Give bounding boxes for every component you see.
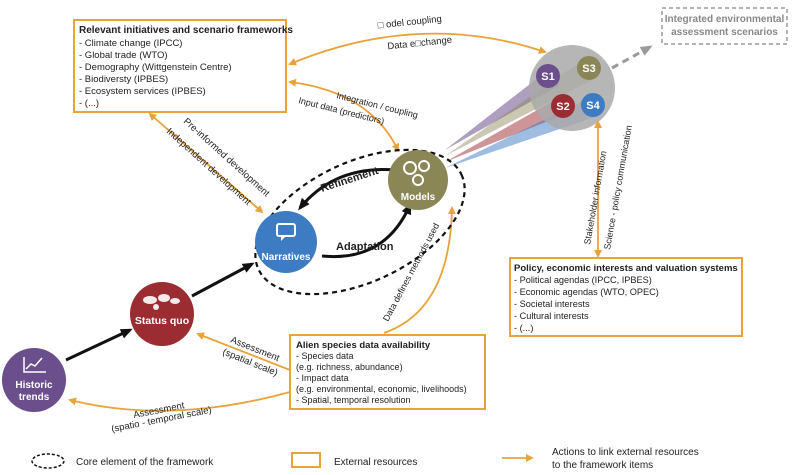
- scenario-s1-label: S1: [541, 71, 554, 83]
- label-science-policy: Science - policy communication: [602, 124, 634, 250]
- initiatives-item-3: - Demography (Wittgenstein Centre): [79, 62, 232, 73]
- alien-item-1: - Species data: [296, 351, 354, 361]
- integrated-line1: Integrated environmental: [665, 14, 785, 25]
- legend-core-label: Core element of the framework: [76, 457, 214, 468]
- node-narratives: [255, 211, 317, 273]
- legend-external-symbol: [291, 452, 321, 468]
- alien-species-box: [289, 334, 486, 410]
- policy-box: [509, 257, 743, 337]
- line-chart-icon: [23, 357, 46, 373]
- label-historic-line1: Historic: [15, 380, 53, 391]
- label-models: Models: [401, 192, 436, 203]
- label-model-coupling: □ odel coupling: [377, 14, 442, 32]
- legend-core-symbol: [31, 453, 65, 469]
- initiatives-item-4: - Biodiversty (IPBES): [79, 74, 168, 85]
- arrow-assessment-spatial: [196, 332, 291, 371]
- scenario-s2-label: S2: [556, 101, 569, 113]
- scenario-s2: [551, 94, 575, 118]
- arrow-historic-to-status: [65, 328, 133, 362]
- initiatives-item-2: - Global trade (WTO): [79, 50, 168, 61]
- legend-actions-line2: to the framework items: [552, 460, 653, 471]
- arrow-development: [148, 112, 264, 214]
- initiatives-title: Relevant initiatives and scenario framew…: [79, 25, 293, 36]
- initiatives-item-5: - Ecosystem services (IPBES): [79, 86, 206, 97]
- integrated-scenarios-box: [661, 7, 788, 45]
- arrow-data-defines: [383, 206, 456, 334]
- beam-s2: [445, 100, 566, 162]
- arrow-integration: [288, 78, 399, 152]
- alien-item-4: (e.g. environmental, economic, livelihoo…: [296, 384, 467, 394]
- legend-actions-line1: Actions to link external resources: [552, 447, 699, 458]
- policy-item-2: - Economic agendas (WTO, OPEC): [514, 287, 659, 297]
- label-narratives: Narratives: [262, 252, 311, 263]
- label-historic-line2: trends: [19, 392, 50, 403]
- scenario-circle: [529, 45, 615, 131]
- scenario-s3-label: S3: [582, 63, 595, 75]
- scenario-s4-label: S4: [586, 100, 600, 112]
- speech-bubble-icon: [276, 223, 296, 241]
- arrow-status-to-narratives: [191, 262, 255, 298]
- label-adaptation: Adaptation: [336, 241, 394, 253]
- policy-item-4: - Cultural interests: [514, 311, 589, 321]
- node-status-quo: [130, 282, 194, 346]
- arrow-to-integrated: [611, 45, 653, 70]
- initiatives-item-1: - Climate change (IPCC): [79, 38, 182, 49]
- integrated-line2: assessment scenarios: [671, 27, 778, 38]
- label-status-quo: Status quo: [135, 315, 189, 327]
- arrow-adaptation: [321, 202, 412, 259]
- alien-item-5: - Spatial, temporal resolution: [296, 395, 411, 405]
- policy-title: Policy, economic interests and valuation…: [514, 263, 738, 274]
- node-historic-trends: [2, 348, 66, 412]
- world-map-icon: [143, 294, 180, 310]
- scenario-s1: [536, 64, 560, 88]
- label-data-exchange: Data e□change: [387, 35, 453, 53]
- policy-item-5: - (...): [514, 323, 533, 333]
- arrow-model-coupling: [288, 32, 547, 66]
- alien-title: Alien species data availability: [296, 340, 431, 351]
- policy-item-3: - Societal interests: [514, 299, 590, 309]
- node-models: [388, 150, 448, 210]
- alien-item-2: (e.g. richness, abundance): [296, 362, 403, 372]
- alien-item-3: - Impact data: [296, 373, 349, 383]
- legend-external-label: External resources: [334, 457, 417, 468]
- initiatives-box: [73, 19, 287, 113]
- scenario-s4: [581, 93, 605, 117]
- label-refinement: Refinement: [319, 165, 380, 195]
- policy-item-1: - Political agendas (IPCC, IPBES): [514, 275, 652, 285]
- gears-icon: [403, 160, 430, 186]
- core-ellipse: [254, 148, 466, 296]
- initiatives-item-6: - (...): [79, 98, 99, 109]
- arrow-assessment-temporal: [68, 391, 291, 412]
- arrow-refinement: [298, 167, 397, 211]
- scenario-s3: [577, 56, 601, 80]
